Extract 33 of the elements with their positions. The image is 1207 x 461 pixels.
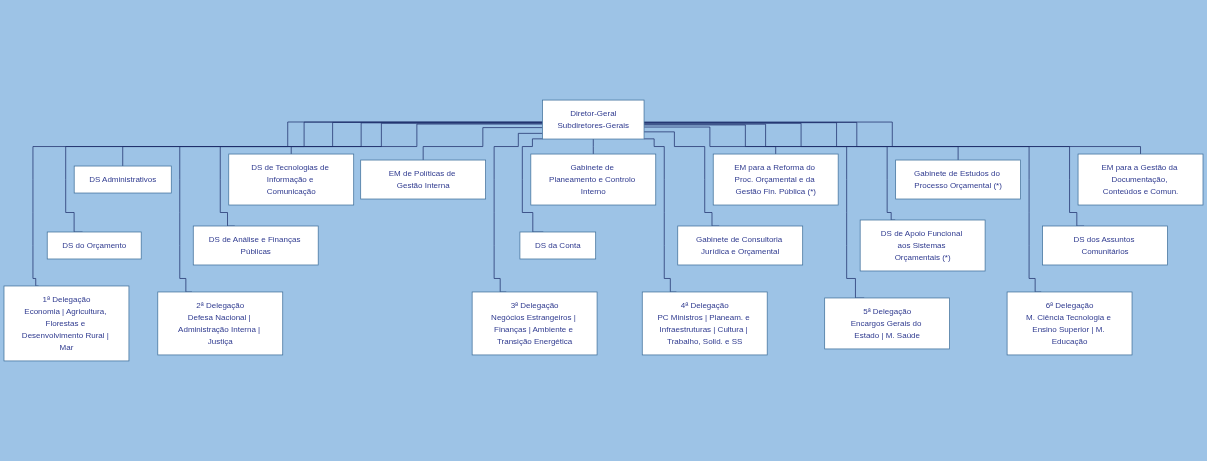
node-box: 1ª Delegação Economia | Agricultura, Florestas e Desenvolvimento Rural | Mar (3, 285, 130, 362)
connector (643, 122, 959, 161)
node-box: DS dos Assuntos Comunitários (1042, 225, 1168, 266)
node-box: DS de Tecnologias de Informação e Comunicação (228, 153, 355, 206)
node-box: Gabinete de Planeamento e Controlo Interno (530, 153, 657, 206)
connector (179, 122, 543, 293)
connector (643, 126, 777, 155)
node-box: Gabinete de Estudos do Processo Orçamental (*) (895, 159, 1021, 200)
node-box: EM de Políticas de Gestão Interna (360, 159, 486, 200)
node-box: 5ª Delegação Encargos Gerais do Estado | M. Saúde (824, 297, 950, 350)
connector (493, 133, 543, 293)
connector (643, 121, 1141, 155)
node-box: DS da Conta (519, 231, 597, 260)
connector (592, 138, 594, 155)
connector (32, 121, 543, 287)
node-box: Gabinete de Consultoria Jurídica e Orçamental (677, 225, 804, 266)
node-box: DS do Orçamento (46, 231, 142, 260)
node-box: DS de Apoio Funcional aos Sistemas Orçamentais (*) (859, 219, 986, 272)
node-box: EM para a Reforma do Proc. Orçamental e da Gestão Fin. Pública (*) (712, 153, 839, 206)
node-box: DS Administrativos (73, 165, 172, 194)
connector (219, 122, 543, 227)
connector (422, 127, 543, 161)
node-box: 2ª Delegação Defesa Nacional | Administração Interna | Justiça (157, 291, 284, 356)
node-box: DS de Análise e Finanças Públicas (192, 225, 319, 266)
connector (290, 123, 543, 155)
node-box: 6ª Delegação M. Ciência Tecnologia e Ensino Superior | M. Educação (1006, 291, 1133, 356)
node-box: 4ª Delegação PC Ministros | Planeam. e Infraestruturas | Cultura | Trabalho, Solid. e SS (641, 291, 768, 356)
connector (521, 138, 544, 233)
connector (65, 121, 543, 233)
connector (122, 122, 543, 167)
node-box: EM para a Gestão da Documentação, Conteúdos e Comun. (1077, 153, 1204, 206)
node-box: Diretor-Geral Subdiretores-Gerais (542, 99, 645, 140)
node-box: 3ª Delegação Negócios Estrangeiros | Finanças | Ambiente e Transição Energética (471, 291, 598, 356)
